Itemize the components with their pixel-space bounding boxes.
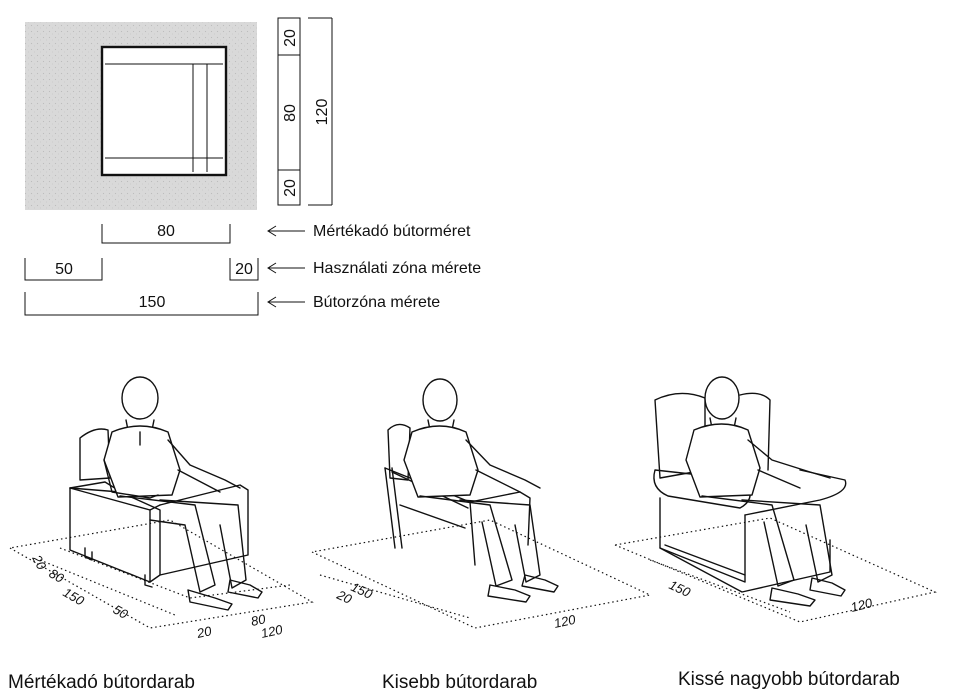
depth-bottom-label: 20 bbox=[282, 179, 299, 197]
chair2-dim-150: 150 bbox=[349, 579, 376, 602]
legend-arrow-1 bbox=[267, 225, 305, 237]
chair-illustration-standard: 20 80 150 50 20 80 120 bbox=[9, 376, 314, 641]
plan-view: 20 80 20 120 80 50 20 150 bbox=[24, 17, 333, 316]
chair1-dim-120: 120 bbox=[260, 622, 285, 641]
legend-usage-zone: Használati zóna mérete bbox=[313, 260, 481, 277]
legend-furniture-size: Mértékadó bútorméret bbox=[313, 223, 471, 240]
chair2-dim-120: 120 bbox=[553, 612, 578, 631]
chair1-caption: Mértékadó bútordarab bbox=[8, 672, 195, 693]
legend-arrow-2 bbox=[267, 262, 305, 274]
usage-zone-left-label: 50 bbox=[55, 261, 73, 278]
legend: Mértékadó bútorméret Használati zóna mér… bbox=[267, 223, 481, 311]
chair1-dim-80-left: 80 bbox=[47, 566, 68, 587]
chair1-dim-150: 150 bbox=[61, 585, 88, 609]
chair2-dim-20: 20 bbox=[334, 587, 355, 607]
zone-total-bracket bbox=[24, 292, 259, 316]
depth-mid-label: 80 bbox=[282, 104, 299, 122]
chair2-caption: Kisebb bútordarab bbox=[382, 672, 537, 693]
usage-zone-right-label: 20 bbox=[235, 261, 253, 278]
width-bracket bbox=[101, 224, 231, 244]
legend-arrow-3 bbox=[267, 296, 305, 308]
depth-dimension-bars bbox=[277, 17, 333, 206]
depth-top-label: 20 bbox=[282, 29, 299, 47]
chair1-dim-20-bottom: 20 bbox=[195, 623, 214, 641]
chair3-caption: Kissé nagyobb bútordarab bbox=[678, 669, 900, 690]
armchair-plan bbox=[100, 45, 228, 177]
depth-total-label: 120 bbox=[314, 99, 331, 126]
chair1-dim-20-left: 20 bbox=[29, 551, 50, 572]
usage-zone-right-bracket bbox=[229, 258, 259, 281]
furniture-width-label: 80 bbox=[157, 223, 175, 240]
chair1-dim-50: 50 bbox=[111, 602, 132, 623]
usage-zone-left-bracket bbox=[24, 258, 103, 281]
chair-illustration-large: 150 120 bbox=[614, 376, 937, 623]
legend-furniture-zone: Bútorzóna mérete bbox=[313, 294, 440, 311]
chair3-dim-120: 120 bbox=[849, 595, 874, 615]
chair1-dim-80-bottom: 80 bbox=[250, 611, 268, 629]
zone-total-label: 150 bbox=[139, 294, 166, 311]
chair3-dim-150: 150 bbox=[667, 577, 694, 600]
chair-illustration-small: 20 150 120 bbox=[311, 378, 652, 631]
